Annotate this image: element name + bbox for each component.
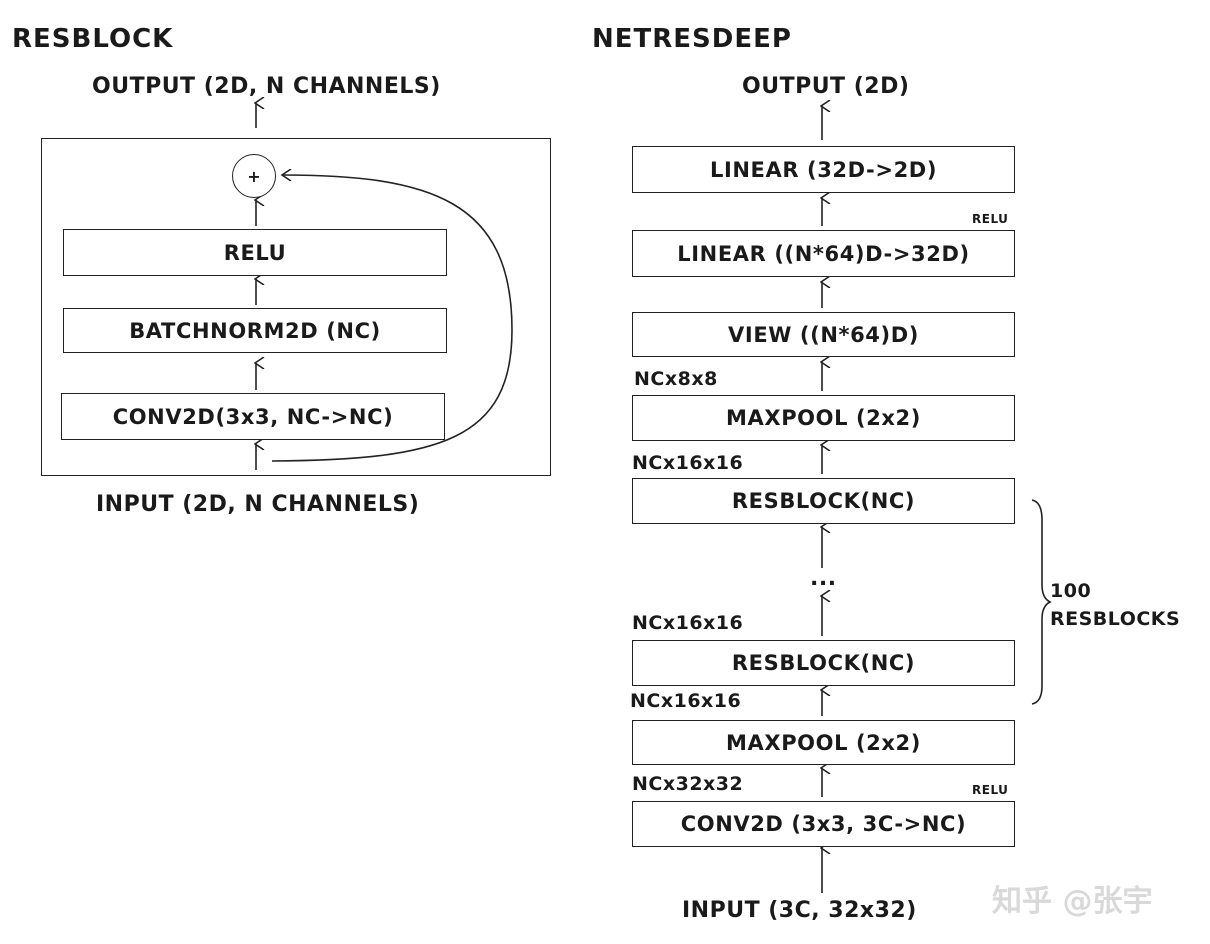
relu-annotation-top: RELU: [972, 212, 1009, 226]
net-maxpool1-layer: MAXPOOL (2x2): [632, 720, 1015, 765]
resblock-skip-connection: [271, 175, 513, 462]
net-resblock-bottom: RESBLOCK(NC): [632, 640, 1015, 686]
resblocks-brace: [1031, 499, 1052, 705]
plus-symbol: +: [247, 166, 261, 186]
resblock-input-label: INPUT (2D, N CHANNELS): [96, 492, 420, 517]
resblock-conv-layer: CONV2D(3x3, NC->NC): [61, 393, 445, 440]
resblock-batchnorm-layer: BATCHNORM2D (NC): [63, 308, 447, 353]
resblock-output-label: OUTPUT (2D, N CHANNELS): [92, 74, 441, 99]
resblock-title: RESBLOCK: [12, 24, 174, 54]
dim-ncx32x32: NCx32x32: [632, 773, 744, 795]
brace-label-resblocks: RESBLOCKS: [1050, 608, 1181, 630]
net-maxpool2-layer: MAXPOOL (2x2): [632, 395, 1015, 441]
dim-ncx16x16-top: NCx16x16: [632, 452, 744, 474]
relu-annotation-bottom: RELU: [972, 783, 1009, 797]
net-linear2-layer: LINEAR (32D->2D): [632, 146, 1015, 193]
resblock-ellipsis: ...: [810, 566, 837, 591]
net-input-label: INPUT (3C, 32x32): [682, 898, 917, 923]
netresdeep-title: NETRESDEEP: [592, 24, 792, 54]
dim-ncx16x16-mid: NCx16x16: [632, 612, 744, 634]
resblock-relu-layer: RELU: [63, 229, 447, 276]
net-conv-layer: CONV2D (3x3, 3C->NC): [632, 801, 1015, 847]
brace-label-count: 100: [1050, 580, 1092, 602]
dim-ncx8x8: NCx8x8: [634, 368, 718, 390]
net-output-label: OUTPUT (2D): [742, 74, 910, 99]
add-node: +: [232, 154, 276, 198]
watermark: 知乎 @张宇: [992, 884, 1153, 919]
dim-ncx16x16-bottom: NCx16x16: [630, 690, 742, 712]
net-resblock-top: RESBLOCK(NC): [632, 478, 1015, 524]
net-linear1-layer: LINEAR ((N*64)D->32D): [632, 230, 1015, 277]
net-view-layer: VIEW ((N*64)D): [632, 312, 1015, 357]
resblock-frame: [41, 138, 551, 476]
